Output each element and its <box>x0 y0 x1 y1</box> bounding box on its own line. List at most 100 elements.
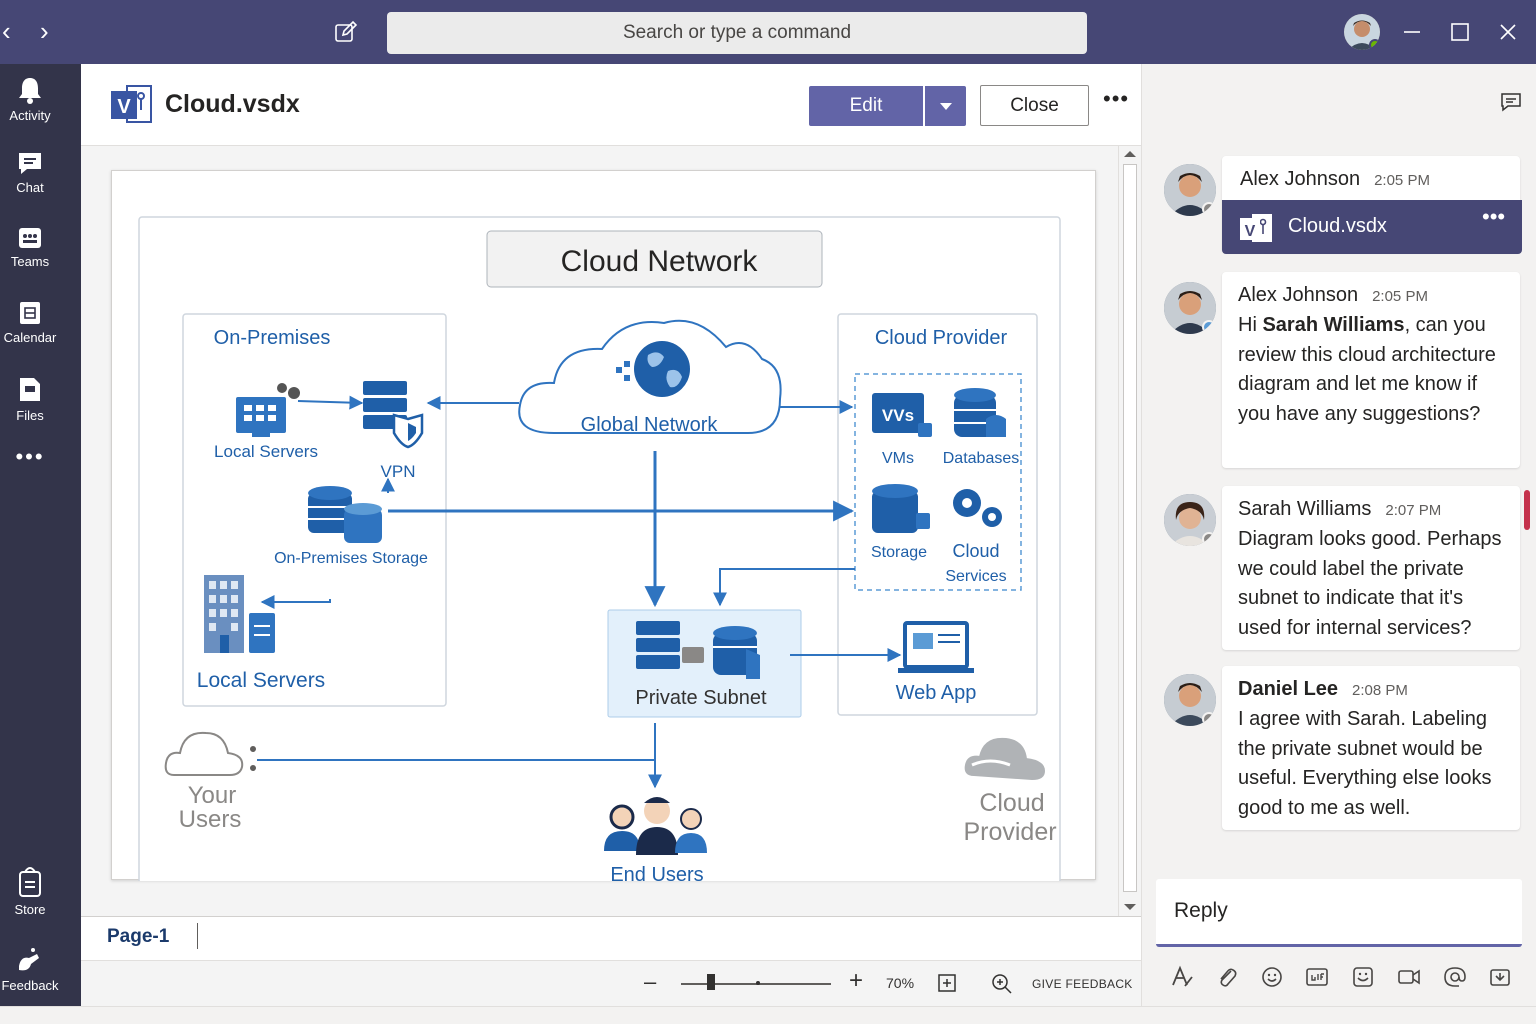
new-chat-compose-icon[interactable] <box>334 20 358 44</box>
reply-input[interactable]: Reply <box>1156 879 1522 947</box>
cloud-services-label-1: Cloud <box>952 541 999 561</box>
mention-icon[interactable] <box>1443 965 1467 989</box>
close-window-icon[interactable] <box>1494 18 1522 46</box>
meet-now-icon[interactable] <box>1396 965 1422 989</box>
web-app-label: Web App <box>896 682 977 704</box>
rail-item-feedback[interactable]: Feedback <box>0 944 60 993</box>
more-apps-icon[interactable]: ••• <box>15 444 45 469</box>
chat-icon <box>19 153 41 174</box>
presence-available-icon <box>1369 39 1380 50</box>
storage-icon <box>872 484 930 533</box>
message-time: 2:05 PM <box>1374 172 1430 189</box>
rail-item-calendar[interactable]: Calendar <box>0 298 60 345</box>
vms-label: VMs <box>882 450 914 467</box>
forward-arrow-icon[interactable]: › <box>40 16 49 46</box>
zoom-slider[interactable] <box>681 981 831 985</box>
minimize-icon[interactable] <box>1398 18 1426 46</box>
scroll-down-icon[interactable] <box>1124 904 1136 910</box>
rail-item-chat[interactable]: Chat <box>0 150 60 195</box>
tab-page-1[interactable]: Page-1 <box>107 926 170 947</box>
file-attachment-card[interactable]: V Cloud.vsdx ••• <box>1222 200 1522 254</box>
give-feedback-link[interactable]: GIVE FEEDBACK <box>1032 977 1133 991</box>
attach-icon[interactable] <box>1215 965 1239 989</box>
chat-pane: Alex Johnson 2:05 PM V Cloud.vsdx ••• Al… <box>1141 64 1536 1006</box>
global-network-label: Global Network <box>581 414 719 436</box>
fit-to-page-icon[interactable] <box>937 973 957 993</box>
message-card: Alex Johnson 2:05 PM Hi Sarah Williams, … <box>1222 272 1520 468</box>
scrollbar-thumb[interactable] <box>1123 164 1137 892</box>
sticker-icon[interactable] <box>1351 965 1375 989</box>
sender-name: Daniel Lee <box>1238 678 1339 700</box>
databases-label: Databases <box>943 450 1020 467</box>
cloud-provider-logo-icon <box>964 737 1046 781</box>
gif-icon[interactable] <box>1305 965 1329 989</box>
message-time: 2:08 PM <box>1352 682 1408 699</box>
avatar[interactable] <box>1164 164 1216 216</box>
document-header: V Cloud.vsdx Edit Close ••• <box>81 64 1141 146</box>
zoom-slider-knob[interactable] <box>707 974 715 990</box>
zoom-out-icon[interactable]: – <box>644 969 657 994</box>
teams-icon <box>19 228 41 248</box>
storage-label: Storage <box>871 544 927 561</box>
your-users-label-1: Your <box>188 782 237 809</box>
visio-file-icon: V <box>111 85 152 123</box>
scroll-up-icon[interactable] <box>1124 151 1136 157</box>
rail-label: Chat <box>16 180 44 195</box>
presence-icon <box>1202 320 1216 334</box>
page-tabs-bar: Page-1 <box>81 916 1141 960</box>
attachment-more-icon[interactable]: ••• <box>1482 204 1506 229</box>
tab-divider <box>197 923 198 949</box>
more-apps-icon[interactable] <box>1488 965 1512 989</box>
local-servers-bottom-label: Local Servers <box>197 669 325 692</box>
zoom-in-icon[interactable]: + <box>849 967 864 994</box>
emoji-icon[interactable] <box>1260 965 1284 989</box>
rail-item-activity[interactable]: Activity <box>0 76 60 123</box>
close-button[interactable]: Close <box>980 85 1089 126</box>
databases-icon <box>954 388 1006 437</box>
format-icon[interactable] <box>1170 965 1194 989</box>
diagram-canvas[interactable]: Cloud Network On-Premises Local Servers <box>81 146 1141 916</box>
presence-icon <box>1202 532 1216 546</box>
zoom-level: 70% <box>886 975 915 991</box>
message-body-post: , can you review this cloud architecture… <box>1238 314 1496 425</box>
rail-item-teams[interactable]: Teams <box>0 224 60 269</box>
maximize-icon[interactable] <box>1446 18 1474 46</box>
title-bar: ‹ › Search or type a command <box>0 0 1536 64</box>
cloud-services-label-2: Services <box>945 568 1006 585</box>
message-body: I agree with Sarah. Labeling the private… <box>1238 708 1492 819</box>
diagram-title-box <box>486 230 823 288</box>
files-icon <box>20 378 40 401</box>
rail-item-store[interactable]: Store <box>0 864 60 917</box>
mention[interactable]: Sarah Williams <box>1262 314 1405 336</box>
avatar[interactable] <box>1164 282 1216 334</box>
more-options-icon[interactable]: ••• <box>1103 86 1130 111</box>
close-button-label: Close <box>1010 94 1059 116</box>
chat-scroll-indicator[interactable] <box>1524 490 1530 530</box>
avatar[interactable] <box>1164 674 1216 726</box>
edit-dropdown-button[interactable] <box>925 86 966 126</box>
diagram-title: Cloud Network <box>561 245 759 278</box>
gears-icon <box>953 489 1002 527</box>
search-input[interactable]: Search or type a command <box>387 12 1087 54</box>
connector-provider-to-subnet <box>713 568 855 607</box>
avatar[interactable] <box>1164 494 1216 546</box>
rail-label: Activity <box>9 108 51 123</box>
edit-button[interactable]: Edit <box>809 86 923 126</box>
message-body: Diagram looks good. Perhaps we could lab… <box>1238 528 1502 639</box>
rail-item-files[interactable]: Files <box>0 374 60 423</box>
cloud-provider-logo-label-1: Cloud <box>979 789 1044 817</box>
cloud-network-diagram: Cloud Network On-Premises Local Servers <box>138 216 1061 886</box>
zoom-magnifier-icon[interactable] <box>991 973 1013 995</box>
search-placeholder: Search or type a command <box>622 22 852 43</box>
profile-avatar[interactable] <box>1344 14 1380 50</box>
conversation-icon[interactable] <box>1500 92 1522 112</box>
attachment-name: Cloud.vsdx <box>1288 215 1387 237</box>
document-viewer: V Cloud.vsdx Edit Close ••• Cloud Networ… <box>81 64 1141 1006</box>
rail-label: Feedback <box>1 978 59 993</box>
app-rail: Activity Chat Teams Calendar Files ••• <box>0 64 81 1006</box>
globe-icon <box>616 341 690 397</box>
bell-icon <box>19 78 41 104</box>
vertical-scrollbar[interactable] <box>1118 146 1140 916</box>
back-arrow-icon[interactable]: ‹ <box>2 16 11 46</box>
local-servers-icon <box>236 383 300 437</box>
